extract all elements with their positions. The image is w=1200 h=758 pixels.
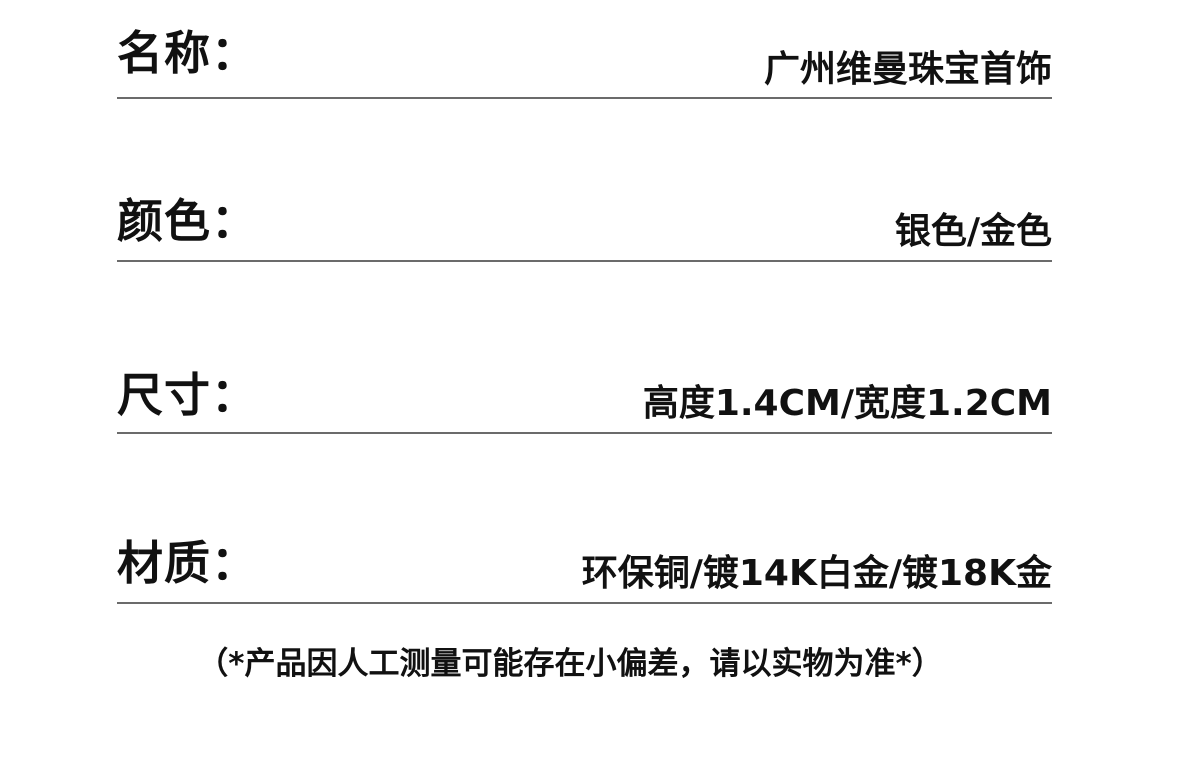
spec-value-size: 高度1.4CM/宽度1.2CM — [642, 383, 1052, 424]
spec-value-color: 银色/金色 — [894, 211, 1052, 252]
spec-label-material: 材质： — [117, 536, 258, 590]
measurement-disclaimer: （*产品因人工测量可能存在小偏差，请以实物为准*） — [197, 646, 943, 682]
spec-label-name: 名称： — [117, 26, 258, 80]
spec-row-size: 尺寸： 高度1.4CM/宽度1.2CM — [117, 0, 1052, 434]
spec-value-name: 广州维曼珠宝首饰 — [763, 49, 1052, 90]
spec-value-material: 环保铜/镀14K白金/镀18K金 — [581, 553, 1052, 594]
spec-label-color: 颜色： — [117, 194, 258, 248]
spec-label-size: 尺寸： — [117, 368, 258, 422]
spec-row-color: 颜色： 银色/金色 — [117, 0, 1052, 262]
spec-row-material: 材质： 环保铜/镀14K白金/镀18K金 — [117, 0, 1052, 604]
spec-row-name: 名称： 广州维曼珠宝首饰 — [117, 0, 1052, 99]
